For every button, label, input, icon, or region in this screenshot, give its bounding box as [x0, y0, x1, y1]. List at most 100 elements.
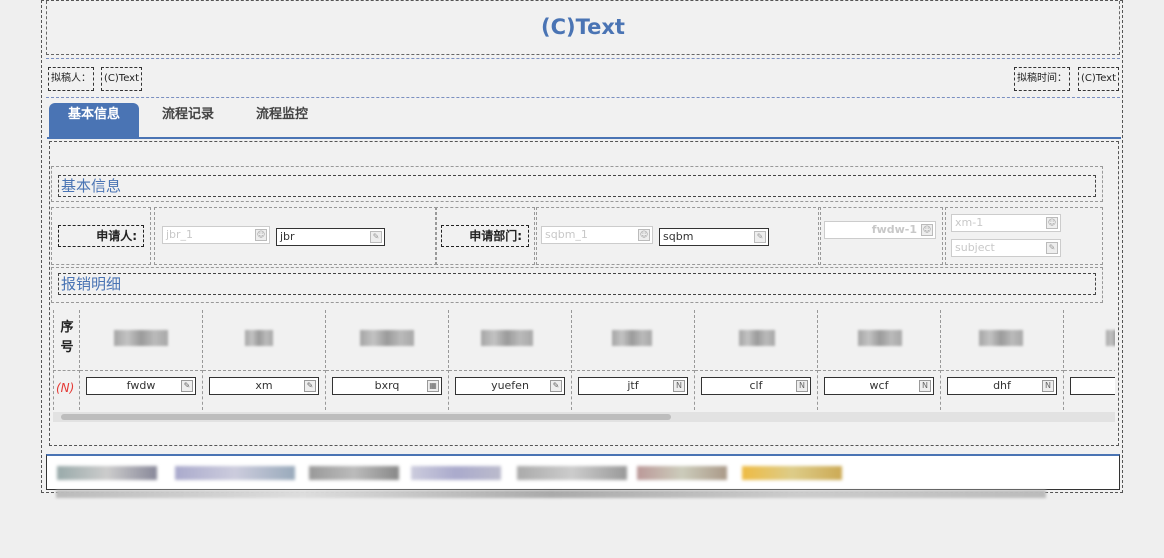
draft-time-value: (C)Text: [1078, 67, 1120, 91]
blurred-header-text: [245, 330, 273, 346]
blurred-header-text: [481, 330, 533, 346]
fwdw-cell: fwdw-1 ☺: [818, 207, 943, 265]
detail-title: 报销明细: [58, 273, 1096, 295]
department-input[interactable]: sqbm ✎: [659, 228, 769, 246]
xm-input[interactable]: xm✎: [209, 377, 319, 395]
department-input-cell: sqbm_1 ☺ sqbm ✎: [536, 207, 821, 265]
blurred-header-text: [612, 330, 652, 346]
department-readonly-field: sqbm_1 ☺: [541, 226, 653, 244]
page-title: (C)Text: [541, 15, 625, 39]
blurred-header-text: [114, 330, 168, 346]
column-header: [941, 310, 1064, 368]
applicant-label: 申请人:: [58, 225, 144, 247]
number-icon[interactable]: N: [919, 380, 931, 392]
edit-icon[interactable]: ✎: [550, 380, 562, 392]
calendar-icon[interactable]: ▦: [427, 380, 439, 392]
user-icon: ☺: [921, 224, 933, 236]
edit-icon: ✎: [1046, 242, 1058, 254]
subject-readonly-field: subject ✎: [951, 239, 1061, 257]
fwdw-readonly-field: fwdw-1 ☺: [824, 221, 936, 239]
tab-bar: 基本信息 流程记录 流程监控: [47, 101, 1121, 139]
blurred-footer-text: [742, 466, 842, 480]
applicant-input[interactable]: jbr ✎: [276, 228, 385, 246]
department-label-cell: 申请部门:: [435, 207, 535, 265]
new-row-marker-cell: (N): [53, 370, 80, 410]
new-row-marker: (N): [56, 381, 75, 395]
meta-row: 拟稿人： (C)Text 拟稿时间： (C)Text: [46, 58, 1120, 98]
tab-panel: [49, 141, 1119, 446]
blurred-footer-line: [56, 490, 1046, 498]
grid-cell-yuefen: yuefen✎: [449, 370, 572, 410]
seq-header-cell: 序号: [53, 310, 80, 368]
draft-time-label: 拟稿时间：: [1014, 67, 1070, 91]
blurred-header-text: [1106, 330, 1115, 346]
xm-readonly-field: xm-1 ☺: [951, 214, 1061, 232]
grid-cell-fwdw: fwdw✎: [80, 370, 203, 410]
blurred-footer-text: [517, 466, 627, 480]
bxrq-input[interactable]: bxrq▦: [332, 377, 442, 395]
column-header: [449, 310, 572, 368]
basic-info-fields: 申请人: jbr_1 ☺ jbr ✎ 申请部门: sqbm_1 ☺ sqbm ✎: [51, 207, 1103, 265]
grid-cell-partial: b: [1064, 370, 1115, 410]
blurred-footer-text: [411, 466, 501, 480]
column-header: [572, 310, 695, 368]
blurred-header-text: [858, 330, 902, 346]
detail-section: 报销明细: [51, 267, 1103, 303]
blurred-footer-text: [175, 466, 295, 480]
tab-flow-monitor[interactable]: 流程监控: [255, 107, 308, 122]
edit-icon[interactable]: ✎: [304, 380, 316, 392]
number-icon[interactable]: N: [796, 380, 808, 392]
blurred-footer-text: [57, 466, 157, 480]
grid-cell-xm: xm✎: [203, 370, 326, 410]
applicant-input-cell: jbr_1 ☺ jbr ✎: [154, 207, 437, 265]
applicant-readonly-field: jbr_1 ☺: [162, 226, 270, 244]
edit-icon[interactable]: ✎: [754, 231, 766, 243]
number-icon[interactable]: N: [1042, 380, 1054, 392]
blurred-header-text: [360, 330, 414, 346]
column-header: [818, 310, 941, 368]
department-label: 申请部门:: [441, 225, 529, 247]
edit-icon[interactable]: ✎: [181, 380, 193, 392]
column-header: [695, 310, 818, 368]
form-container: (C)Text 拟稿人： (C)Text 拟稿时间： (C)Text 基本信息 …: [41, 0, 1123, 498]
blurred-header-text: [979, 330, 1023, 346]
drafter-value: (C)Text: [101, 67, 143, 91]
title-region: (C)Text: [46, 1, 1120, 55]
blurred-footer-text: [309, 466, 399, 480]
column-header: [1064, 310, 1115, 368]
xm-subject-cell: xm-1 ☺ subject ✎: [945, 207, 1103, 265]
grid-cell-bxrq: bxrq▦: [326, 370, 449, 410]
partial-input[interactable]: b: [1070, 377, 1115, 395]
basic-info-title: 基本信息: [58, 175, 1096, 197]
scrollbar-thumb[interactable]: [61, 414, 671, 420]
blurred-header-text: [739, 330, 775, 346]
seq-header: 序号: [60, 320, 74, 355]
user-icon: ☺: [1046, 217, 1058, 229]
column-header: [326, 310, 449, 368]
blurred-footer-text: [637, 466, 727, 480]
tab-flow-record[interactable]: 流程记录: [161, 107, 214, 122]
edit-icon[interactable]: ✎: [370, 231, 382, 243]
drafter-label: 拟稿人：: [48, 67, 94, 91]
tab-basic-info[interactable]: 基本信息: [49, 103, 139, 139]
basic-info-section: 基本信息: [51, 166, 1103, 202]
number-icon[interactable]: N: [673, 380, 685, 392]
yuefen-input[interactable]: yuefen✎: [455, 377, 565, 395]
horizontal-scrollbar[interactable]: [53, 412, 1115, 422]
user-icon: ☺: [255, 229, 267, 241]
column-header: [203, 310, 326, 368]
column-header: [80, 310, 203, 368]
user-icon: ☺: [638, 229, 650, 241]
footer-panel: [46, 454, 1120, 490]
fwdw-input[interactable]: fwdw✎: [86, 377, 196, 395]
applicant-label-cell: 申请人:: [51, 207, 151, 265]
